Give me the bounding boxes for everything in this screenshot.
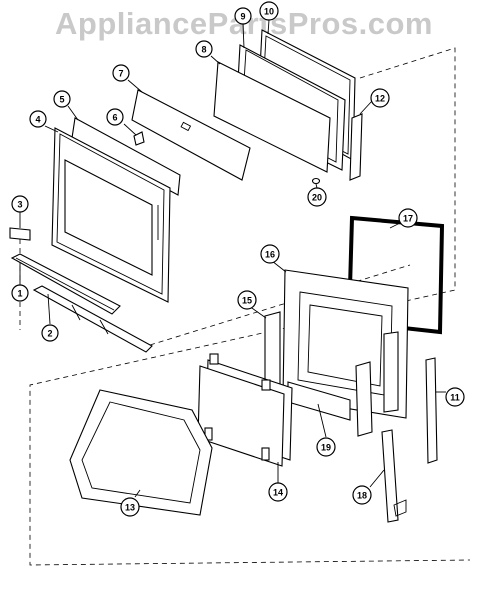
svg-text:8: 8 [201,45,206,55]
svg-text:20: 20 [312,193,322,203]
callout-19: 19 [316,437,336,457]
callout-16: 16 [260,244,280,264]
part-8-glass [213,61,331,173]
callout-7: 7 [112,64,130,82]
callout-10: 10 [259,1,279,21]
frame-posts [355,331,399,437]
callout-18: 18 [352,485,372,505]
svg-text:19: 19 [321,443,331,453]
svg-text:6: 6 [112,113,117,123]
callout-5: 5 [53,90,71,108]
callout-4: 4 [29,110,47,128]
part-7-sheet [131,89,251,181]
svg-text:16: 16 [265,250,275,260]
svg-text:2: 2 [47,329,52,339]
svg-text:14: 14 [273,488,283,498]
svg-text:5: 5 [59,95,64,105]
callout-6: 6 [106,108,124,126]
callout-11: 11 [445,387,465,407]
part-20-clip [311,177,321,185]
part-1-handle [10,253,121,315]
part-15-post [264,311,281,389]
callout-14: 14 [268,482,288,502]
callout-13: 13 [120,497,140,517]
svg-text:13: 13 [125,503,135,513]
svg-text:4: 4 [35,115,40,125]
callout-2: 2 [41,324,59,342]
callout-12: 12 [370,88,390,108]
part-6-clip [133,131,145,146]
part-3-plate [9,227,31,241]
callout-1: 1 [11,284,29,302]
svg-text:7: 7 [118,69,123,79]
part-12-bracket [349,113,363,181]
callout-15: 15 [237,290,257,310]
svg-text:11: 11 [450,393,460,403]
callout-20: 20 [307,187,327,207]
part-2-bracket [32,285,153,353]
part-4-outer-door [51,127,171,303]
callout-8: 8 [195,40,213,58]
part-13-seal [69,389,213,516]
callout-17: 17 [398,208,418,228]
part-11-strip [425,357,438,464]
callout-3: 3 [11,195,29,213]
svg-text:1: 1 [17,289,22,299]
svg-text:3: 3 [17,200,22,210]
svg-text:10: 10 [264,7,274,17]
svg-text:9: 9 [240,12,245,22]
callout-9: 9 [234,7,252,25]
part-14-glass-pack [197,353,293,467]
part-18-hinge [381,429,407,523]
svg-text:15: 15 [242,296,252,306]
svg-text:12: 12 [375,94,385,104]
svg-text:18: 18 [357,491,367,501]
svg-text:17: 17 [403,214,413,224]
part-5-strip [71,117,181,196]
leader-lines [19,19,446,498]
